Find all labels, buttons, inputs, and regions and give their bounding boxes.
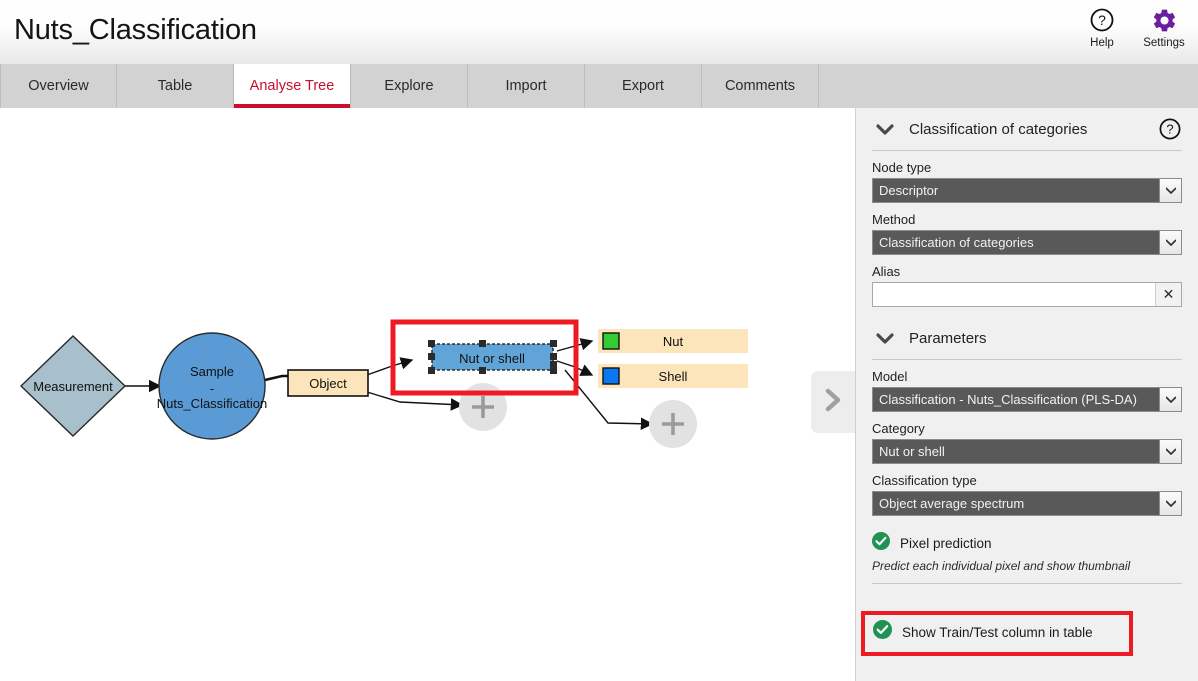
check-circle-icon bbox=[872, 531, 890, 555]
page-title: Nuts_Classification bbox=[14, 14, 257, 46]
app-header: Nuts_Classification ? Help Settings bbox=[0, 0, 1198, 64]
node-sample bbox=[158, 332, 266, 440]
tab-label: Export bbox=[622, 78, 664, 94]
analyse-tree-canvas[interactable]: Measurement Sample - Nuts_Classification… bbox=[0, 108, 855, 681]
tab-label: Comments bbox=[724, 78, 796, 94]
section-divider bbox=[872, 359, 1182, 360]
tab-explore[interactable]: Explore bbox=[351, 64, 468, 108]
properties-panel: Classification of categories ? Node type… bbox=[855, 108, 1198, 681]
section-header-classification[interactable]: Classification of categories ? bbox=[872, 108, 1182, 150]
svg-text:?: ? bbox=[1098, 12, 1106, 28]
field-label: Model bbox=[872, 369, 908, 384]
select-value: Classification of categories bbox=[879, 235, 1034, 250]
alias-input[interactable] bbox=[873, 283, 1155, 306]
node-add-2 bbox=[649, 400, 697, 448]
model-select[interactable]: Classification - Nuts_Classification (PL… bbox=[872, 387, 1182, 412]
tab-table[interactable]: Table bbox=[117, 64, 234, 108]
classification-type-select[interactable]: Object average spectrum bbox=[872, 491, 1182, 516]
section-help-icon[interactable]: ? bbox=[1158, 117, 1182, 141]
chevron-down-icon[interactable] bbox=[1159, 179, 1181, 202]
field-classification-type: Classification type Object average spect… bbox=[872, 473, 1182, 516]
pixel-prediction-checkbox[interactable]: Pixel prediction bbox=[872, 529, 1182, 557]
node-sample-label-1: Sample bbox=[190, 364, 234, 379]
section-title: Classification of categories bbox=[909, 120, 1088, 138]
section-divider bbox=[872, 150, 1182, 151]
tab-analyse-tree[interactable]: Analyse Tree bbox=[234, 64, 351, 108]
node-measurement bbox=[19, 335, 127, 437]
main-tabbar: Overview Table Analyse Tree Explore Impo… bbox=[0, 64, 1198, 108]
method-select[interactable]: Classification of categories bbox=[872, 230, 1182, 255]
tab-label: Explore bbox=[384, 78, 434, 94]
field-label: Method bbox=[872, 212, 916, 227]
section-header-parameters[interactable]: Parameters bbox=[872, 317, 1182, 359]
field-label: Alias bbox=[872, 264, 901, 279]
gear-icon bbox=[1151, 5, 1178, 35]
check-circle-icon bbox=[873, 620, 892, 644]
select-value: Classification - Nuts_Classification (PL… bbox=[879, 392, 1137, 407]
svg-text:?: ? bbox=[1166, 122, 1173, 137]
chevron-down-icon[interactable] bbox=[872, 325, 898, 351]
select-value: Nut or shell bbox=[879, 444, 945, 459]
node-nut-or-shell-label: Nut or shell bbox=[459, 351, 525, 366]
settings-button[interactable]: Settings bbox=[1138, 5, 1190, 49]
tab-label: Import bbox=[505, 78, 547, 94]
pixel-prediction-hint: Predict each individual pixel and show t… bbox=[872, 559, 1131, 573]
node-type-select[interactable]: Descriptor bbox=[872, 178, 1182, 203]
show-train-test-checkbox[interactable]: Show Train/Test column in table bbox=[873, 620, 1093, 644]
checkbox-label: Show Train/Test column in table bbox=[902, 624, 1093, 640]
node-object bbox=[287, 369, 369, 397]
alias-input-wrap[interactable]: ✕ bbox=[872, 282, 1182, 307]
field-label: Node type bbox=[872, 160, 932, 175]
tab-export[interactable]: Export bbox=[585, 64, 702, 108]
node-object-label: Object bbox=[309, 376, 347, 391]
chevron-down-icon[interactable] bbox=[1159, 231, 1181, 254]
help-circle-icon: ? bbox=[1089, 5, 1115, 35]
select-value: Object average spectrum bbox=[879, 496, 1025, 511]
tab-import[interactable]: Import bbox=[468, 64, 585, 108]
help-button[interactable]: ? Help bbox=[1076, 5, 1128, 49]
settings-button-label: Settings bbox=[1143, 37, 1185, 49]
node-shell-label: Shell bbox=[659, 369, 688, 384]
field-label: Classification type bbox=[872, 473, 977, 488]
node-shell bbox=[598, 364, 748, 388]
chevron-down-icon[interactable] bbox=[1159, 388, 1181, 411]
field-label: Category bbox=[872, 421, 925, 436]
field-alias: Alias ✕ bbox=[872, 264, 1182, 307]
chevron-down-icon[interactable] bbox=[1159, 492, 1181, 515]
close-icon[interactable]: ✕ bbox=[1155, 283, 1181, 306]
panel-collapse-handle[interactable] bbox=[811, 371, 855, 433]
tab-label: Analyse Tree bbox=[249, 78, 335, 94]
field-node-type: Node type Descriptor bbox=[872, 160, 1182, 203]
field-category: Category Nut or shell bbox=[872, 421, 1182, 464]
tabbar-filler bbox=[819, 64, 1198, 108]
checkbox-label: Pixel prediction bbox=[900, 535, 992, 551]
node-add-1 bbox=[459, 383, 507, 431]
select-value: Descriptor bbox=[879, 183, 939, 198]
node-nut bbox=[598, 329, 748, 353]
tab-overview[interactable]: Overview bbox=[0, 64, 117, 108]
tab-comments[interactable]: Comments bbox=[702, 64, 819, 108]
node-nut-label: Nut bbox=[663, 334, 684, 349]
field-method: Method Classification of categories bbox=[872, 212, 1182, 255]
chevron-down-icon[interactable] bbox=[872, 116, 898, 142]
help-button-label: Help bbox=[1090, 37, 1114, 49]
chevron-right-icon bbox=[823, 385, 843, 420]
node-sample-label-3: Nuts_Classification bbox=[157, 396, 268, 411]
tab-label: Overview bbox=[28, 78, 89, 94]
node-measurement-label: Measurement bbox=[33, 379, 113, 394]
section-title: Parameters bbox=[909, 329, 987, 347]
tab-label: Table bbox=[157, 78, 193, 94]
chevron-down-icon[interactable] bbox=[1159, 440, 1181, 463]
section-divider bbox=[872, 583, 1182, 584]
field-model: Model Classification - Nuts_Classificati… bbox=[872, 369, 1182, 412]
node-sample-label-2: - bbox=[210, 381, 214, 396]
category-select[interactable]: Nut or shell bbox=[872, 439, 1182, 464]
header-actions: ? Help Settings bbox=[1076, 5, 1190, 49]
node-nut-or-shell bbox=[390, 319, 579, 396]
